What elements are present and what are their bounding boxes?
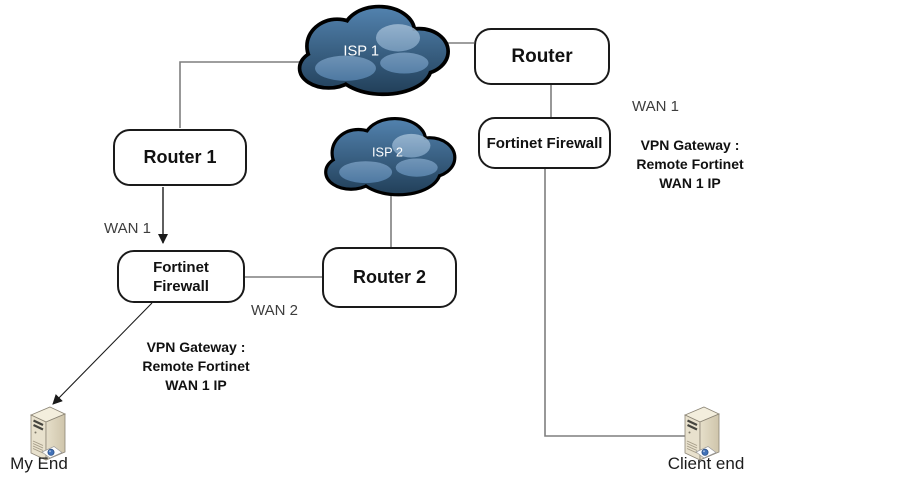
vpn-note-right-line1: VPN Gateway : [640,137,740,153]
node-router2-label: Router 2 [352,267,426,287]
label-wan1-right: WAN 1 [632,98,679,115]
label-wan1-left: WAN 1 [104,220,151,237]
node-firewall-left-label-line2: Firewall [153,277,209,295]
node-router-label: Router [511,45,573,67]
node-firewall-right-label: Fortinet Firewall [486,134,603,152]
cloud-isp1: ISP 1 [297,4,450,97]
node-firewall-left: Fortinet Firewall [117,250,245,303]
connector-firewall-right-client-end [544,169,686,437]
cloud-isp2-label: ISP 2 [372,145,403,160]
node-router1: Router 1 [113,129,247,186]
node-firewall-left-label-line1: Fortinet [153,258,209,276]
computer-tower-icon-client-end [684,406,720,461]
cloud-isp2: ISP 2 [324,116,457,197]
node-router2: Router 2 [322,247,457,308]
node-firewall-right: Fortinet Firewall [478,117,611,169]
endpoint-label-client-end: Client end [667,454,745,473]
arrow-firewall-left-my-end [52,302,153,405]
vpn-note-right-line2: Remote Fortinet [636,156,744,172]
vpn-note-left: VPN Gateway : Remote Fortinet WAN 1 IP [121,338,271,395]
vpn-note-left-line3: WAN 1 IP [165,377,227,393]
vpn-note-right-line3: WAN 1 IP [659,175,721,191]
vpn-note-left-line1: VPN Gateway : [146,339,246,355]
connector-isp1-router1 [179,61,312,128]
vpn-note-right: VPN Gateway : Remote Fortinet WAN 1 IP [615,136,765,193]
computer-tower-icon-my-end [30,406,66,461]
label-wan2: WAN 2 [251,302,298,319]
cloud-isp1-label: ISP 1 [343,44,379,60]
endpoint-label-my-end: My End [10,454,68,473]
vpn-note-left-line2: Remote Fortinet [142,358,250,374]
node-router1-label: Router 1 [143,147,217,167]
node-router: Router [474,28,610,85]
